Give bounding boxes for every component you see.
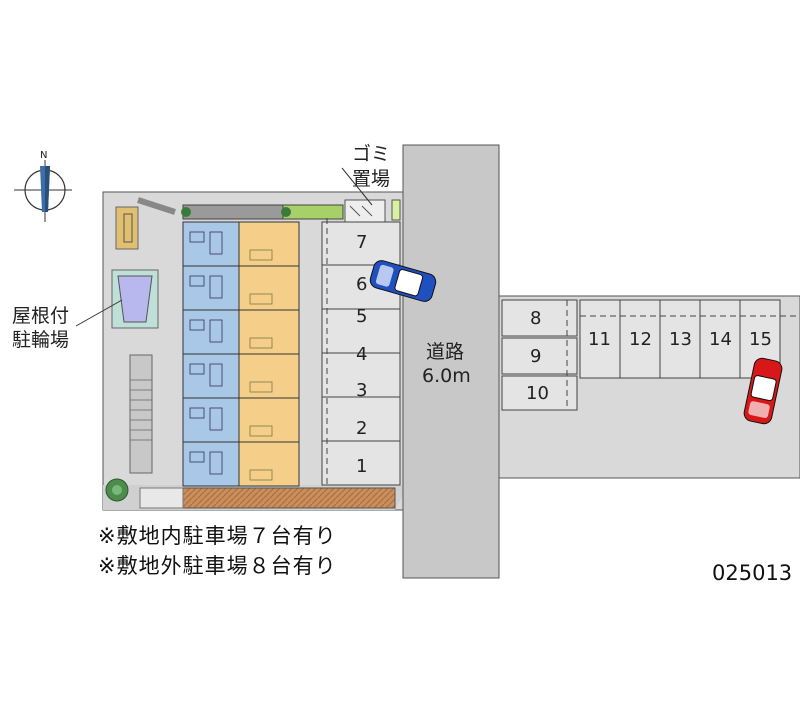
parking-space-10: 10 [526,383,549,404]
tree-icon [105,478,129,502]
road-width: 6.0m [422,365,471,387]
car-icon [743,357,783,425]
car-icon [369,260,437,302]
parking-space-12: 12 [629,329,652,350]
bicycle-parking-label-line2: 駐輪場 [12,329,69,351]
unit-2 [182,265,300,311]
parking-space-7: 7 [356,232,367,253]
property-code: 025013 [712,561,793,585]
parking-space-2: 2 [356,418,367,439]
building [182,221,300,487]
parking-space-9: 9 [530,346,541,367]
offsite-parking-note: ※敷地外駐車場８台有り [98,554,337,578]
paved-walkway [182,487,396,509]
bicycle-parking-label-line1: 屋根付 [12,305,69,327]
unit-4 [182,353,300,399]
parking-space-5: 5 [356,306,367,327]
garbage-area-label-line2: 置場 [352,168,390,190]
parking-space-4: 4 [356,344,367,365]
garbage-area-label-line1: ゴミ [352,143,390,165]
unit-1 [182,221,300,267]
parking-space-3: 3 [356,380,367,401]
road [402,144,500,579]
parking-space-8: 8 [530,308,541,329]
onsite-parking [321,221,401,486]
onsite-parking-note: ※敷地内駐車場７台有り [98,524,337,548]
parking-space-13: 13 [669,329,692,350]
road-label: 道路 [426,341,464,363]
unit-3 [182,309,300,355]
parking-space-15: 15 [749,329,772,350]
parking-space-14: 14 [709,329,732,350]
parking-space-1: 1 [356,456,367,477]
compass-north-label: N [40,150,47,161]
unit-6 [182,441,300,487]
compass-icon: N [14,150,72,222]
unit-5 [182,397,300,443]
parking-space-11: 11 [588,329,611,350]
parking-space-6: 6 [356,274,367,295]
